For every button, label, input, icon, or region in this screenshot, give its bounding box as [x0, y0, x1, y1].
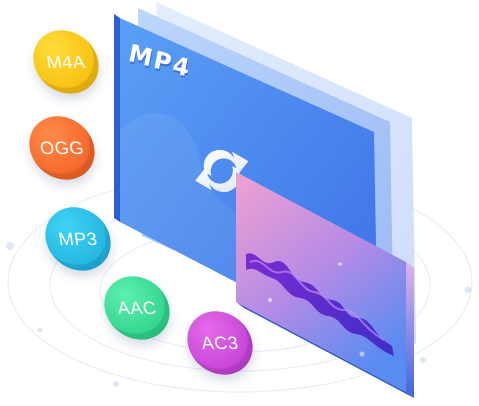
orbit-dots	[6, 242, 472, 387]
audio-card-side	[406, 262, 414, 398]
format-badge-label: M4A	[45, 51, 87, 72]
audio-card	[236, 172, 406, 392]
format-badge-label: MP3	[57, 228, 99, 249]
audio-card-bottom	[236, 302, 414, 398]
audio-waveform-icon	[246, 253, 394, 357]
format-badge-label: AAC	[116, 297, 158, 318]
format-badge-label: OGG	[38, 137, 86, 158]
format-badge-label: AC3	[200, 332, 240, 353]
convert-arrows-icon	[195, 149, 249, 193]
video-card-edge	[114, 14, 120, 222]
